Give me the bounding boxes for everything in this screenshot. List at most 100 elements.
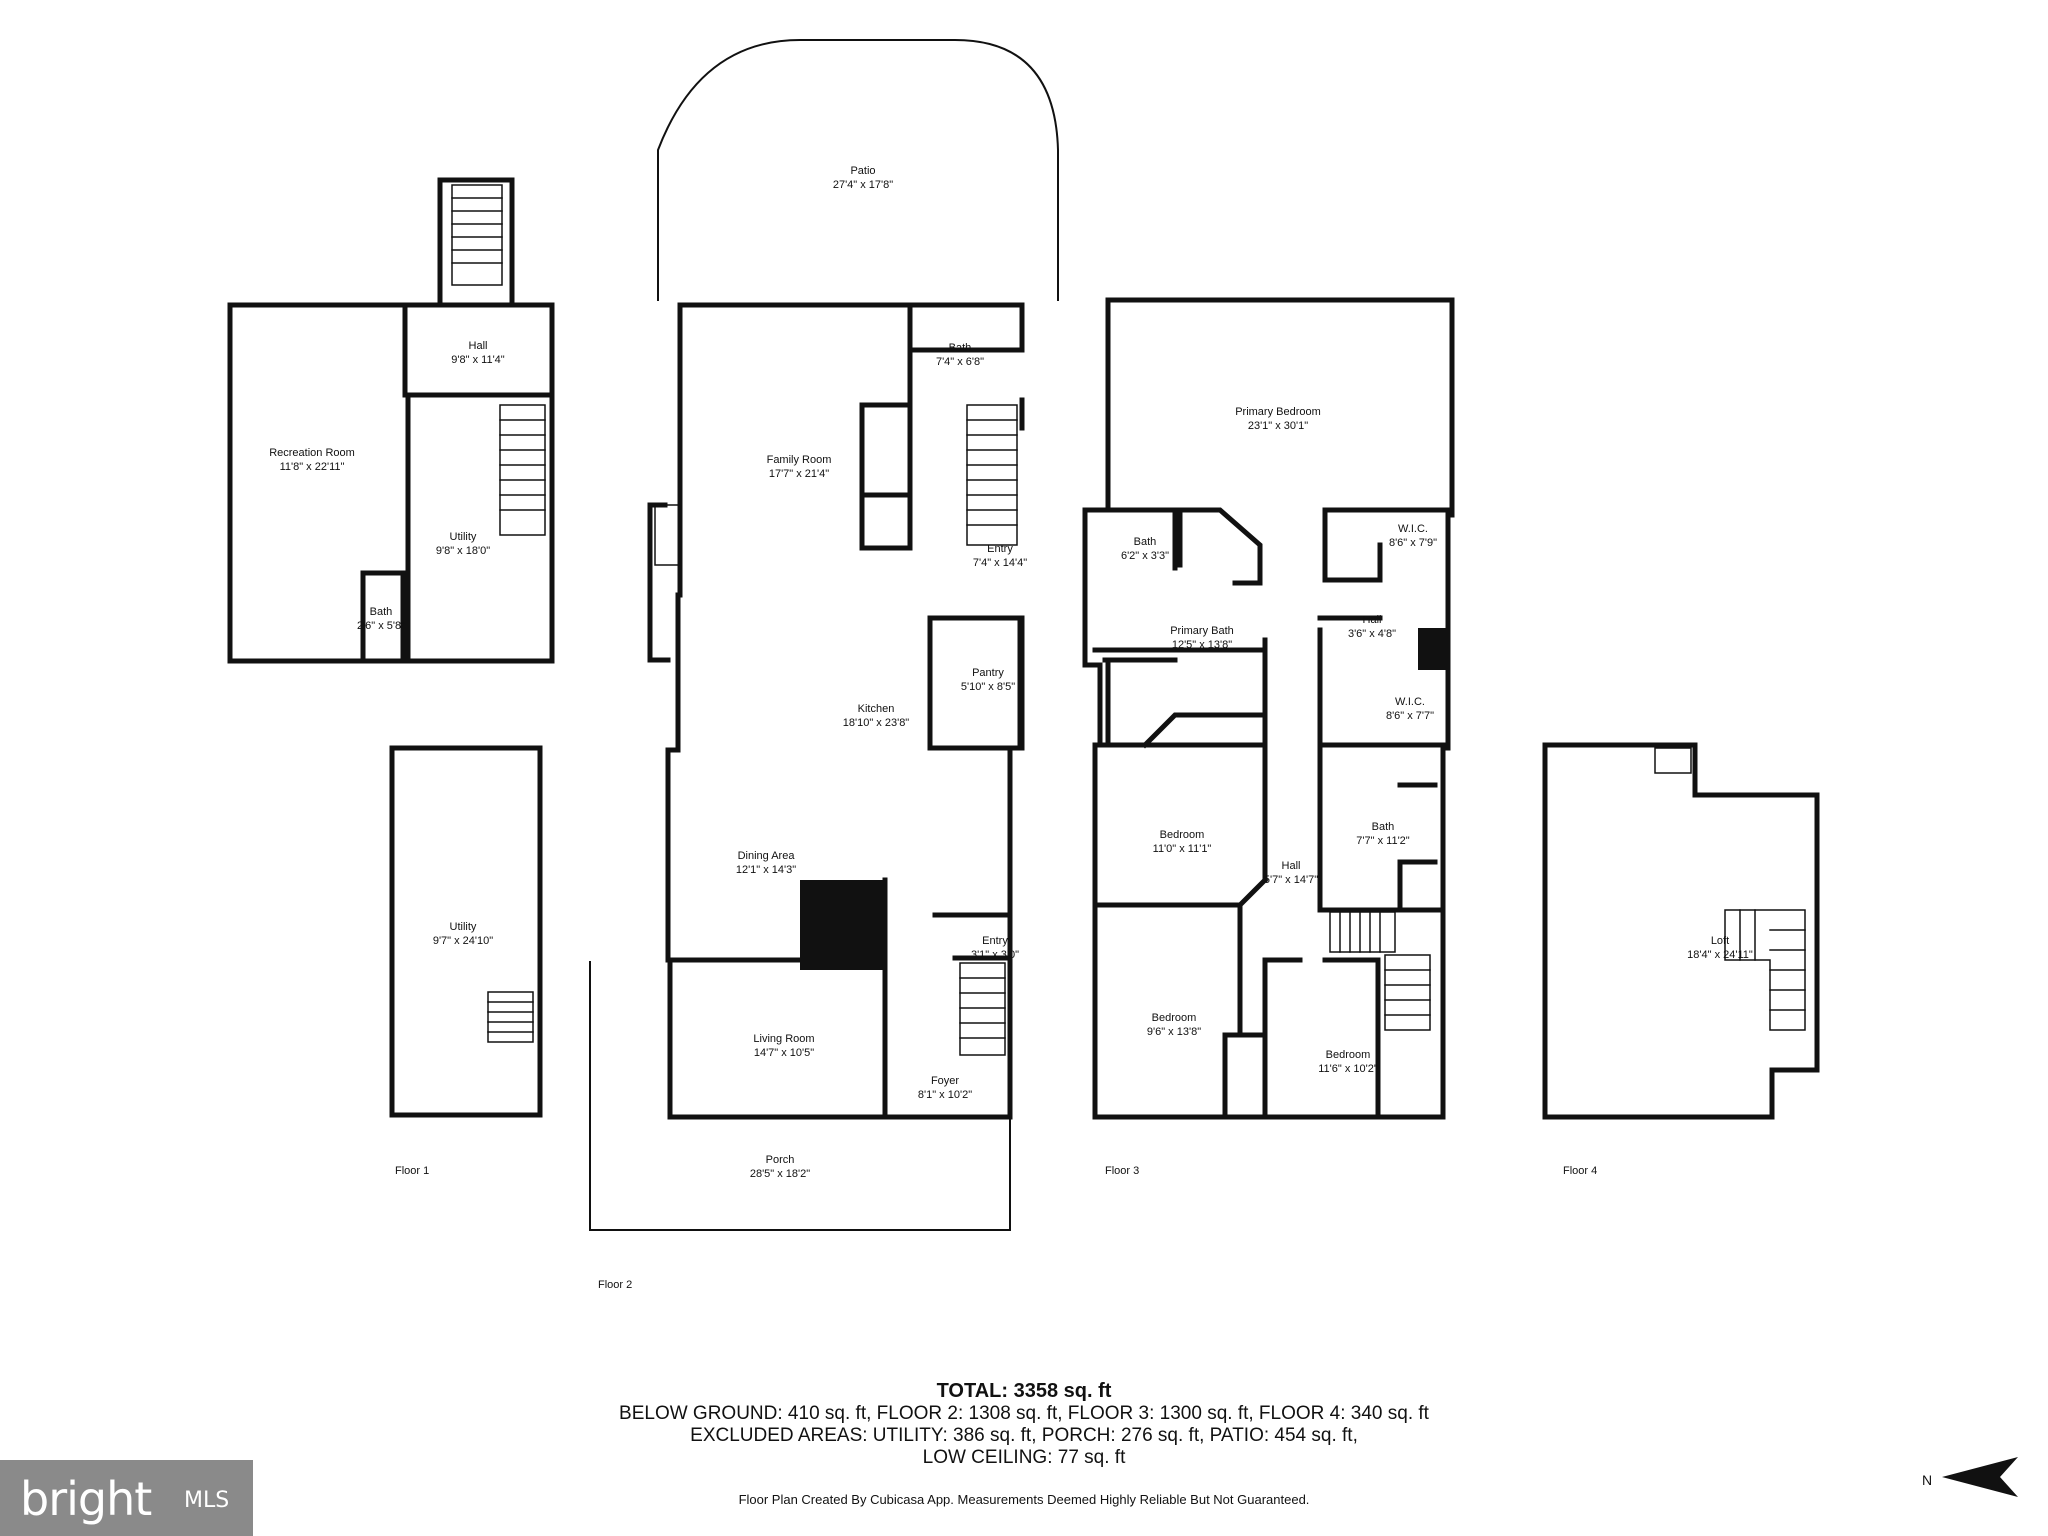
room-label: Entry 3'1" x 3'0" bbox=[971, 935, 1019, 961]
summary-total: TOTAL: 3358 sq. ft bbox=[936, 1380, 1112, 1402]
svg-text:W.I.C.: W.I.C. bbox=[1395, 696, 1425, 708]
north-arrow-icon: N bbox=[1922, 1457, 2018, 1497]
svg-text:23'1" x 30'1": 23'1" x 30'1" bbox=[1248, 420, 1308, 432]
svg-text:Hall: Hall bbox=[469, 340, 488, 352]
chimney-block bbox=[1418, 628, 1448, 670]
svg-text:Bedroom: Bedroom bbox=[1326, 1049, 1371, 1061]
room-label: Utility 9'8" x 18'0" bbox=[436, 531, 490, 557]
room-label: Dining Area 12'1" x 14'3" bbox=[736, 850, 796, 876]
svg-text:Bath: Bath bbox=[949, 342, 972, 354]
svg-text:Entry: Entry bbox=[987, 543, 1013, 555]
logo-suffix: MLS bbox=[184, 1488, 230, 1513]
svg-text:2'6" x 5'8": 2'6" x 5'8" bbox=[357, 620, 405, 632]
room-label: Bedroom 11'0" x 11'1" bbox=[1153, 829, 1212, 855]
room-label: Bath 7'4" x 6'8" bbox=[936, 342, 984, 368]
room-label: Pantry 5'10" x 8'5" bbox=[961, 667, 1015, 693]
svg-text:11'0" x 11'1": 11'0" x 11'1" bbox=[1153, 843, 1212, 855]
room-label: Primary Bedroom 23'1" x 30'1" bbox=[1235, 406, 1321, 432]
svg-text:Entry: Entry bbox=[982, 935, 1008, 947]
svg-text:Living Room: Living Room bbox=[753, 1033, 814, 1045]
svg-text:17'7" x 21'4": 17'7" x 21'4" bbox=[769, 468, 829, 480]
north-label: N bbox=[1922, 1472, 1932, 1488]
floor-labels: Floor 1 Floor 2 Floor 3 Floor 4 bbox=[395, 1165, 1597, 1291]
room-label: Family Room 17'7" x 21'4" bbox=[767, 454, 832, 480]
fireplace-block bbox=[800, 880, 885, 970]
svg-text:9'8" x 18'0": 9'8" x 18'0" bbox=[436, 545, 490, 557]
svg-text:Hall: Hall bbox=[1363, 614, 1382, 626]
svg-text:8'1" x 10'2": 8'1" x 10'2" bbox=[918, 1089, 972, 1101]
floor2-outline bbox=[665, 302, 1025, 1120]
room-label: Hall 3'6" x 4'8" bbox=[1348, 614, 1396, 640]
svg-text:Utility: Utility bbox=[450, 921, 477, 933]
room-label: Loft 18'4" x 24'11" bbox=[1687, 935, 1753, 961]
svg-text:18'10" x 23'8": 18'10" x 23'8" bbox=[843, 717, 910, 729]
svg-text:7'4" x 6'8": 7'4" x 6'8" bbox=[936, 356, 984, 368]
logo-word: bright bbox=[20, 1472, 152, 1526]
svg-text:Porch: Porch bbox=[766, 1154, 795, 1166]
floor-label: Floor 2 bbox=[598, 1279, 632, 1291]
floor4-outline bbox=[1542, 742, 1820, 1120]
room-label: Porch 28'5" x 18'2" bbox=[750, 1154, 810, 1180]
svg-text:12'1" x 14'3": 12'1" x 14'3" bbox=[736, 864, 796, 876]
disclaimer-note: Floor Plan Created By Cubicasa App. Meas… bbox=[738, 1492, 1310, 1507]
svg-text:W.I.C.: W.I.C. bbox=[1398, 523, 1428, 535]
svg-text:5'10" x 8'5": 5'10" x 8'5" bbox=[961, 681, 1015, 693]
svg-text:Recreation Room: Recreation Room bbox=[269, 447, 355, 459]
floor3-outline bbox=[1082, 297, 1455, 1120]
svg-text:Bath: Bath bbox=[1134, 536, 1157, 548]
floor-label: Floor 4 bbox=[1563, 1165, 1597, 1177]
floor1-utility-outline bbox=[389, 745, 543, 1118]
svg-text:Utility: Utility bbox=[450, 531, 477, 543]
svg-text:6'2" x 3'3": 6'2" x 3'3" bbox=[1121, 550, 1169, 562]
svg-text:Dining Area: Dining Area bbox=[738, 850, 796, 862]
summary-floor-areas: BELOW GROUND: 410 sq. ft, FLOOR 2: 1308 … bbox=[619, 1403, 1429, 1424]
floor-label: Floor 1 bbox=[395, 1165, 429, 1177]
room-label: Bedroom 11'6" x 10'2" bbox=[1318, 1049, 1378, 1075]
svg-text:Hall: Hall bbox=[1282, 860, 1301, 872]
svg-text:8'6" x 7'9": 8'6" x 7'9" bbox=[1389, 537, 1437, 549]
room-label: Utility 9'7" x 24'10" bbox=[433, 921, 493, 947]
summary-low-ceiling: LOW CEILING: 77 sq. ft bbox=[922, 1447, 1126, 1468]
svg-text:9'6" x 13'8": 9'6" x 13'8" bbox=[1147, 1026, 1201, 1038]
bright-mls-logo: bright MLS bbox=[0, 1460, 253, 1536]
svg-text:9'7" x 24'10": 9'7" x 24'10" bbox=[433, 935, 493, 947]
patio-outline bbox=[657, 39, 1059, 301]
svg-text:Primary Bath: Primary Bath bbox=[1170, 625, 1234, 637]
svg-text:7'7" x 11'2": 7'7" x 11'2" bbox=[1356, 835, 1409, 847]
floor1-stair-bay bbox=[437, 177, 515, 308]
svg-text:Family Room: Family Room bbox=[767, 454, 832, 466]
room-label: W.I.C. 8'6" x 7'9" bbox=[1389, 523, 1437, 549]
svg-text:3'6" x 4'8": 3'6" x 4'8" bbox=[1348, 628, 1396, 640]
room-labels: Hall 9'8" x 11'4" Recreation Room 11'8" x … bbox=[269, 165, 1753, 1180]
room-label: Hall 9'8" x 11'4" bbox=[451, 340, 504, 366]
svg-text:18'4" x 24'11": 18'4" x 24'11" bbox=[1687, 949, 1753, 961]
svg-text:Kitchen: Kitchen bbox=[858, 703, 895, 715]
svg-text:11'8" x 22'11": 11'8" x 22'11" bbox=[280, 461, 345, 473]
svg-text:8'6" x 7'7": 8'6" x 7'7" bbox=[1386, 710, 1434, 722]
svg-text:Bedroom: Bedroom bbox=[1160, 829, 1205, 841]
room-label: Kitchen 18'10" x 23'8" bbox=[843, 703, 910, 729]
svg-text:28'5" x 18'2": 28'5" x 18'2" bbox=[750, 1168, 810, 1180]
room-label: W.I.C. 8'6" x 7'7" bbox=[1386, 696, 1434, 722]
svg-text:Primary Bedroom: Primary Bedroom bbox=[1235, 406, 1321, 418]
porch-outline bbox=[589, 961, 1011, 1231]
svg-text:Loft: Loft bbox=[1711, 935, 1729, 947]
room-label: Bath 6'2" x 3'3" bbox=[1121, 536, 1169, 562]
svg-text:11'6" x 10'2": 11'6" x 10'2" bbox=[1318, 1063, 1378, 1075]
room-label: Recreation Room 11'8" x 22'11" bbox=[269, 447, 355, 473]
svg-text:Pantry: Pantry bbox=[972, 667, 1004, 679]
svg-text:3'1" x 3'0": 3'1" x 3'0" bbox=[971, 949, 1019, 961]
svg-text:Patio: Patio bbox=[850, 165, 875, 177]
svg-text:12'5" x 13'8": 12'5" x 13'8" bbox=[1172, 639, 1232, 651]
svg-text:9'8" x 11'4": 9'8" x 11'4" bbox=[451, 354, 504, 366]
summary-excluded-areas: EXCLUDED AREAS: UTILITY: 386 sq. ft, POR… bbox=[690, 1425, 1358, 1446]
